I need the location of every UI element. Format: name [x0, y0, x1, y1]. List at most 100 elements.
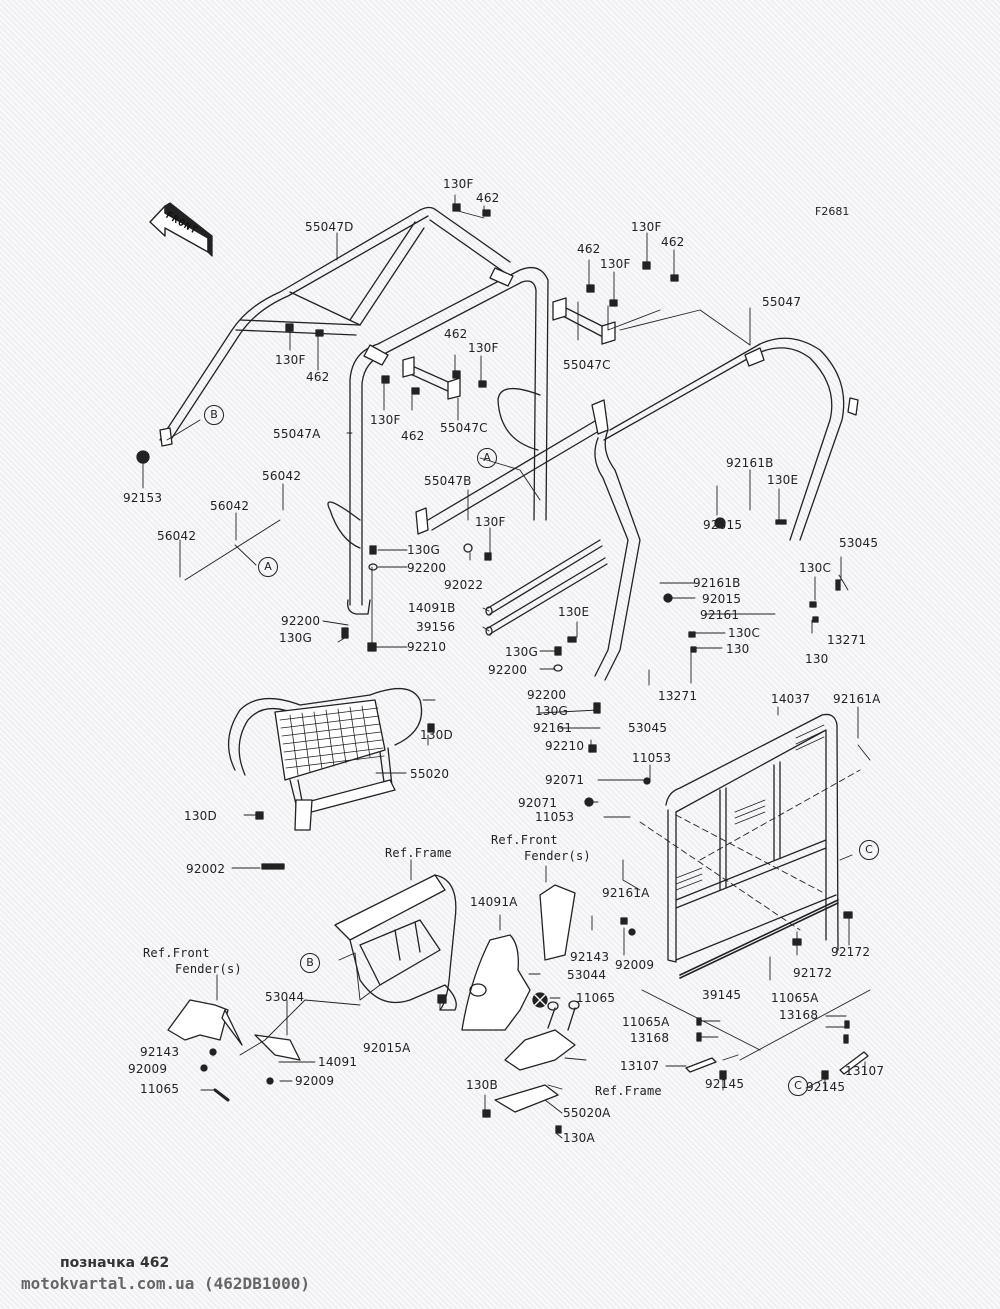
part-label: 462 — [444, 327, 468, 341]
part-label: 92200 — [527, 688, 567, 702]
part-label: 55020 — [410, 767, 450, 781]
part-label: 92200 — [281, 614, 321, 628]
part-label: 53044 — [567, 968, 607, 982]
part-label: 56042 — [210, 499, 250, 513]
part-label: 92161 — [700, 608, 740, 622]
part-label: 130A — [563, 1131, 595, 1145]
part-label: 13168 — [779, 1008, 819, 1022]
part-label: 92015A — [363, 1041, 411, 1055]
callout-a: A — [258, 557, 278, 577]
caption-source: motokvartal.com.ua (462DB1000) — [21, 1274, 310, 1293]
part-label: 130F — [468, 341, 499, 355]
part-label: 130F — [370, 413, 401, 427]
part-label: 462 — [401, 429, 425, 443]
part-label: 130F — [600, 257, 631, 271]
part-label: 462 — [661, 235, 685, 249]
part-label: 92071 — [545, 773, 585, 787]
ref-front-fender-label: Fender(s) — [524, 849, 591, 863]
part-label: 130G — [407, 543, 441, 557]
callout-b: B — [300, 953, 320, 973]
part-label: 92161 — [533, 721, 573, 735]
fasteners — [136, 203, 853, 1134]
part-label: 92009 — [295, 1074, 335, 1088]
part-label: 53044 — [265, 990, 305, 1004]
part-label: 130D — [184, 809, 217, 823]
part-label: 13107 — [845, 1064, 885, 1078]
part-label: 130 — [805, 652, 829, 666]
fender-bracket-left — [167, 999, 301, 1102]
front-arrow-icon — [149, 202, 213, 257]
part-label: 462 — [306, 370, 330, 384]
part-label: 130G — [535, 704, 569, 718]
part-label: 92145 — [806, 1080, 846, 1094]
part-label: 130D — [420, 728, 453, 742]
part-label: 92009 — [128, 1062, 168, 1076]
part-label: 14091B — [408, 601, 456, 615]
callout-a: A — [477, 448, 497, 468]
part-label: 92145 — [705, 1077, 745, 1091]
part-label: 11065 — [140, 1082, 180, 1096]
ref-front-fender-label: Fender(s) — [175, 962, 242, 976]
seal-39145 — [679, 899, 839, 979]
callout-c: C — [859, 840, 879, 860]
part-label: 130F — [631, 220, 662, 234]
part-label: 11053 — [632, 751, 672, 765]
part-label: 14091A — [470, 895, 518, 909]
brace-55047c-1 — [552, 297, 616, 345]
brace-55047c-2 — [402, 356, 461, 400]
tube-39156 — [485, 557, 608, 636]
part-label: 92071 — [518, 796, 558, 810]
tube-14091b — [485, 539, 603, 616]
ref-front-fender-label: Ref.Front — [143, 946, 210, 960]
frame-ref-2 — [494, 1000, 580, 1113]
part-label: 92161A — [602, 886, 650, 900]
part-label: 130E — [767, 473, 799, 487]
part-label: 130C — [799, 561, 832, 575]
part-label: 130 — [726, 642, 750, 656]
roll-bar-55047d — [159, 206, 511, 447]
part-label: 462 — [476, 191, 500, 205]
part-label: 92002 — [186, 862, 226, 876]
part-label: 130F — [443, 177, 474, 191]
part-label: 92200 — [407, 561, 447, 575]
frame-ref — [334, 874, 457, 1011]
grommet-11065 — [532, 992, 548, 1008]
part-label: 92200 — [488, 663, 528, 677]
part-label: 53045 — [628, 721, 668, 735]
part-label: 56042 — [262, 469, 302, 483]
part-label: 14091 — [318, 1055, 358, 1069]
part-label: 56042 — [157, 529, 197, 543]
roll-bar-55047 — [594, 337, 859, 681]
part-label: 92210 — [407, 640, 447, 654]
part-label: 11065A — [622, 1015, 670, 1029]
part-label: 92172 — [793, 966, 833, 980]
bumper-55020 — [227, 688, 423, 831]
callout-b: B — [204, 405, 224, 425]
part-label: 13107 — [620, 1059, 660, 1073]
part-label: 13271 — [658, 689, 698, 703]
callout-c: C — [788, 1076, 808, 1096]
part-label: 92172 — [831, 945, 871, 959]
roll-bar-55047a — [327, 266, 549, 615]
part-label: 462 — [577, 242, 601, 256]
part-label: 130G — [505, 645, 539, 659]
part-label: 55047 — [762, 295, 802, 309]
part-label: 130F — [475, 515, 506, 529]
part-label: 92153 — [123, 491, 163, 505]
part-label: 130G — [279, 631, 313, 645]
figure-id: F2681 — [815, 205, 850, 218]
part-label: 13271 — [827, 633, 867, 647]
part-label: 92161B — [693, 576, 741, 590]
ref-frame-label: Ref.Frame — [595, 1084, 662, 1098]
part-label: 92015 — [702, 592, 742, 606]
leader-lines — [142, 194, 871, 1139]
ref-front-fender-label: Ref.Front — [491, 833, 558, 847]
part-label: 92161B — [726, 456, 774, 470]
part-label: 11065 — [576, 991, 616, 1005]
part-label: 55047C — [563, 358, 611, 372]
part-label: 92015 — [703, 518, 743, 532]
part-label: 11053 — [535, 810, 575, 824]
part-label: 55020A — [563, 1106, 611, 1120]
part-label: 130C — [728, 626, 761, 640]
part-label: 92022 — [444, 578, 484, 592]
